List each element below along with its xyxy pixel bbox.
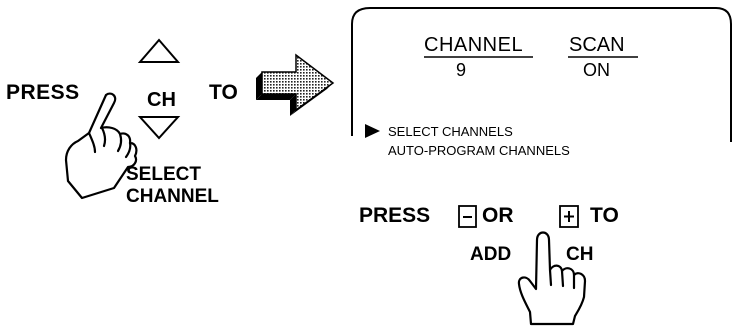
menu-item-select-channels: SELECT CHANNELS <box>388 124 513 139</box>
bottom-ch-label: CH <box>566 244 594 265</box>
or-label: OR <box>482 204 514 227</box>
channel-heading: CHANNEL <box>424 34 524 56</box>
menu-item-auto-program: AUTO-PROGRAM CHANNELS <box>388 143 570 158</box>
channel-down-icon <box>137 116 181 140</box>
to-label: TO <box>209 81 238 104</box>
right-arrow-icon <box>256 53 335 116</box>
bottom-to-label: TO <box>590 204 619 227</box>
add-label: ADD <box>470 244 512 265</box>
menu-selector-icon <box>365 124 380 138</box>
tv-screen-panel <box>351 7 732 142</box>
ch-button-label: CH <box>147 89 176 111</box>
pointing-hand-icon <box>64 92 138 200</box>
select-channel-label: SELECT CHANNEL <box>126 164 219 208</box>
bottom-press-label: PRESS <box>359 204 431 227</box>
press-label: PRESS <box>6 81 80 104</box>
scan-heading: SCAN <box>569 34 625 56</box>
scan-value: ON <box>583 60 610 80</box>
channel-number: 9 <box>456 60 467 80</box>
channel-up-icon <box>137 38 181 63</box>
select-label-line1: SELECT <box>126 164 201 185</box>
select-label-line2: CHANNEL <box>126 186 219 207</box>
bottom-hand-icon <box>517 231 587 326</box>
